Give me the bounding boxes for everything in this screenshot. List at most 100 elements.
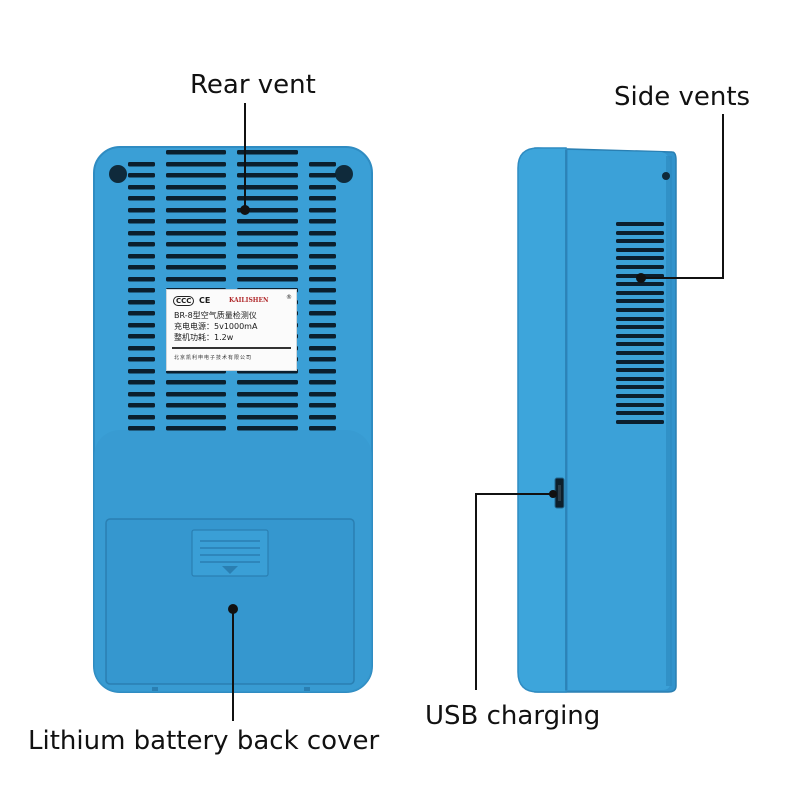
rear-vent-slot [128, 323, 155, 328]
rear-vent-slot [237, 173, 298, 178]
rear-vent-slot [128, 415, 155, 420]
rear-vent-slot [128, 288, 155, 293]
rear-vent-slot [237, 231, 298, 236]
rear-view-device [93, 146, 373, 693]
brand-name: KAILISHEN [229, 297, 269, 304]
sticker-power-consumption: 整机功耗：1.2w [174, 333, 234, 342]
ce-mark-icon: CE [199, 296, 211, 305]
rear-vent-slot [166, 277, 226, 282]
side-vents-leader [643, 114, 724, 279]
rear-vent-slot [237, 208, 298, 213]
rear-vent-slot [128, 231, 155, 236]
side-vent-slot [616, 394, 664, 398]
rear-vent-slot [309, 380, 336, 385]
rear-vent-label: Rear vent [190, 70, 316, 100]
rear-vent-slot [237, 196, 298, 201]
rear-vent-slot [166, 380, 226, 385]
rear-vent-slot [166, 219, 226, 224]
rear-vent-slot [166, 415, 226, 420]
rear-vent-slot [309, 369, 336, 374]
side-vent-slot [616, 231, 664, 235]
rear-vent-slot [237, 403, 298, 408]
side-vent-slot [616, 420, 664, 424]
rear-vent-slot [128, 311, 155, 316]
rear-vent-slot [309, 208, 336, 213]
side-vent-slot [616, 351, 664, 355]
rear-vent-slot [237, 185, 298, 190]
side-view-device [517, 147, 677, 693]
rear-vent-slot [309, 185, 336, 190]
side-vent-slot [616, 222, 664, 226]
side-vent-slot [616, 385, 664, 389]
rear-vent-slot [309, 219, 336, 224]
rear-vent-slot [128, 219, 155, 224]
registered-mark: ® [286, 294, 292, 301]
rear-vent-slot [128, 196, 155, 201]
arrow-down-icon [222, 566, 238, 574]
side-vent-slot [616, 308, 664, 312]
rear-vent-slot [166, 403, 226, 408]
rear-vent-slot [237, 265, 298, 270]
rear-vent-slot [128, 208, 155, 213]
rear-vent-slot [237, 380, 298, 385]
rear-vent-slot [237, 426, 298, 431]
side-vents-dot [636, 273, 646, 283]
rear-vent-slot [309, 162, 336, 167]
rear-vent-slot [237, 277, 298, 282]
rear-vent-slot [309, 173, 336, 178]
rear-vent-slot [166, 150, 226, 155]
rear-vent-slot [166, 392, 226, 397]
side-vent-slot [616, 239, 664, 243]
product-label-sticker: CCC CE KAILISHEN ® BR-8型空气质量检测仪 充电电源：5v1… [166, 289, 297, 371]
side-vent-slot [616, 360, 664, 364]
rear-vent-slot [309, 288, 336, 293]
screw-hole-left [109, 165, 127, 183]
rear-vent-dot [240, 205, 250, 215]
side-vent-slot [616, 377, 664, 381]
rear-vent-slot [309, 311, 336, 316]
rear-vent-slot [166, 231, 226, 236]
side-vent-slot [616, 256, 664, 260]
rear-vent-slot [128, 357, 155, 362]
side-vent-grille [616, 222, 664, 424]
battery-cover-label: Lithium battery back cover [28, 726, 380, 756]
side-vent-slot [616, 317, 664, 321]
rear-vent-slot [237, 392, 298, 397]
side-front-shell [517, 147, 567, 693]
sticker-model: BR-8型空气质量检测仪 [174, 311, 257, 320]
side-vents-label: Side vents [614, 82, 751, 112]
rear-vent-slot [309, 231, 336, 236]
ccc-mark-icon: CCC [173, 296, 195, 306]
sticker-power-supply: 充电电源：5v1000mA [174, 322, 258, 331]
rear-vent-slot [309, 242, 336, 247]
side-vent-slot [616, 334, 664, 338]
rear-vent-slot [128, 300, 155, 305]
rear-vent-slot [237, 219, 298, 224]
rear-vent-slot [237, 242, 298, 247]
side-vent-slot [616, 325, 664, 329]
side-vent-slot [616, 411, 664, 415]
rear-vent-slot [309, 323, 336, 328]
rear-vent-slot [128, 380, 155, 385]
rear-vent-slot [128, 254, 155, 259]
side-vent-slot [616, 265, 664, 269]
rear-vent-slot [166, 196, 226, 201]
rear-vent-slot [309, 426, 336, 431]
rear-vent-slot [309, 277, 336, 282]
sticker-divider [172, 347, 291, 349]
rear-vent-slot [166, 208, 226, 213]
battery-cover [105, 518, 355, 685]
screw-hole-right [335, 165, 353, 183]
rear-vent-slot [128, 334, 155, 339]
rear-vent-slot [309, 403, 336, 408]
rear-vent-slot [128, 369, 155, 374]
side-vent-slot [616, 368, 664, 372]
battery-dot [228, 604, 238, 614]
rear-vent-slot [309, 415, 336, 420]
rear-vent-slot [166, 426, 226, 431]
rear-vent-slot [309, 346, 336, 351]
rear-vent-slot [128, 173, 155, 178]
side-vent-slot [616, 342, 664, 346]
